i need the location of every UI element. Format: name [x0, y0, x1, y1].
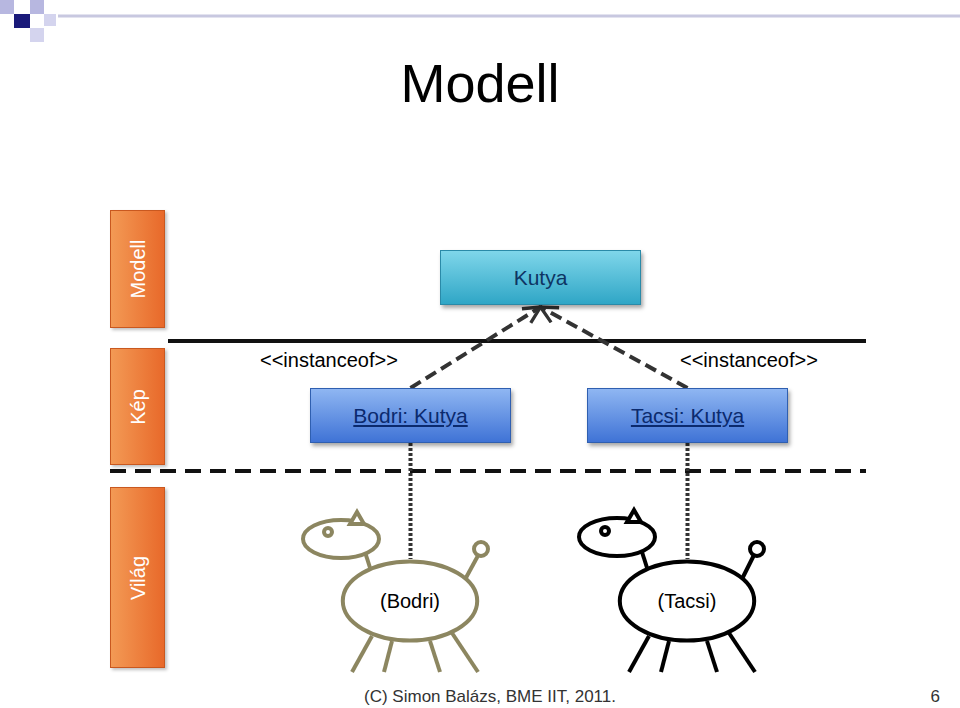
layer-name: Világ — [126, 555, 149, 599]
dog-name: (Bodri) — [380, 590, 440, 613]
corner-square — [44, 14, 56, 26]
stereotype-label: <<instanceof>> — [678, 349, 820, 372]
object-box: Bodri: Kutya — [310, 388, 511, 443]
dog-bodri — [303, 512, 488, 672]
corner-square — [0, 0, 14, 14]
copyright-note: (C) Simon Balázs, BME IIT, 2011. — [0, 687, 960, 707]
box-label: Tacsi: Kutya — [631, 404, 744, 428]
header-rule — [58, 15, 960, 18]
representation-link — [686, 443, 690, 559]
stereotype-label: <<instanceof>> — [258, 349, 400, 372]
dog-body: (Tacsi) — [617, 559, 757, 643]
world-boundary — [110, 469, 866, 473]
corner-square — [14, 14, 30, 28]
class-box: Kutya — [440, 250, 641, 305]
slide-title: Modell — [0, 52, 960, 114]
layer-band: Világ — [110, 487, 165, 668]
box-label: Kutya — [514, 266, 568, 290]
corner-square — [30, 28, 44, 42]
dog-tacsi — [579, 510, 764, 672]
layer-name: Modell — [126, 240, 149, 299]
instanceof-arrow — [541, 307, 688, 388]
corner-square — [30, 0, 44, 14]
object-box: Tacsi: Kutya — [587, 388, 788, 443]
instanceof-arrow — [411, 307, 541, 388]
layer-band: Kép — [110, 348, 165, 465]
dog-name: (Tacsi) — [658, 590, 717, 613]
layer-name: Kép — [126, 389, 149, 425]
representation-link — [409, 443, 413, 559]
dog-body: (Bodri) — [340, 559, 480, 643]
box-label: Bodri: Kutya — [353, 404, 467, 428]
model-boundary — [168, 339, 866, 343]
page-number: 6 — [880, 687, 940, 707]
layer-band: Modell — [110, 210, 165, 328]
